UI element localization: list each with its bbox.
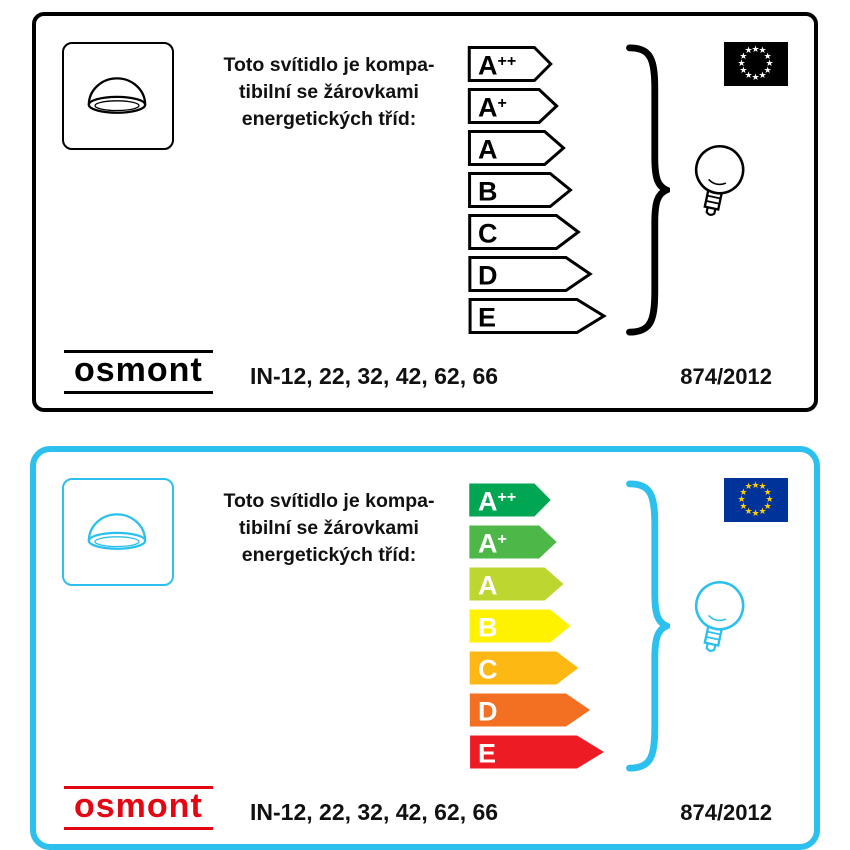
eu-star-icon: ★ bbox=[744, 505, 753, 516]
energy-class-list: A++ A+ A B C D bbox=[468, 482, 606, 776]
energy-class-letter: B bbox=[478, 176, 498, 207]
compatibility-text: Toto svítidlo je kompa- tibilní se žárov… bbox=[178, 52, 480, 133]
compatibility-text: Toto svítidlo je kompa- tibilní se žárov… bbox=[178, 488, 480, 569]
energy-label-card-color: Toto svítidlo je kompa- tibilní se žárov… bbox=[30, 446, 820, 850]
energy-class-arrow-a: A bbox=[468, 566, 565, 602]
energy-class-letter: D bbox=[478, 260, 498, 291]
energy-class-arrow-e: E bbox=[468, 298, 606, 334]
energy-class-arrow-c: C bbox=[468, 650, 580, 686]
eu-star-icon: ★ bbox=[765, 493, 774, 504]
eu-star-icon: ★ bbox=[763, 50, 772, 61]
energy-class-arrow-c: C bbox=[468, 214, 580, 250]
energy-class-letter: A++ bbox=[478, 486, 517, 517]
compatibility-text-line: tibilní se žárovkami bbox=[239, 517, 419, 539]
brace-icon bbox=[626, 44, 670, 336]
eu-star-icon: ★ bbox=[763, 486, 772, 497]
energy-class-arrow-ap: A+ bbox=[468, 88, 558, 124]
energy-class-letter: B bbox=[478, 612, 498, 643]
osmont-logo: osmont bbox=[64, 350, 213, 394]
eu-star-icon: ★ bbox=[758, 45, 767, 56]
eu-star-icon: ★ bbox=[739, 50, 748, 61]
eu-star-icon: ★ bbox=[751, 71, 760, 82]
energy-label-card-mono: Toto svítidlo je kompa- tibilní se žárov… bbox=[32, 12, 818, 412]
model-list: IN-12, 22, 32, 42, 62, 66 bbox=[250, 799, 499, 825]
eu-star-icon: ★ bbox=[744, 69, 753, 80]
eu-star-icon: ★ bbox=[763, 500, 772, 511]
energy-class-letter: A+ bbox=[478, 92, 507, 123]
eu-star-icon: ★ bbox=[751, 507, 760, 518]
eu-star-icon: ★ bbox=[744, 481, 753, 492]
energy-class-letter: C bbox=[478, 218, 498, 249]
energy-class-arrow-a: A bbox=[468, 130, 565, 166]
eu-flag: ★★★★★★★★★★★★ bbox=[724, 478, 788, 522]
energy-class-letter: A+ bbox=[478, 528, 507, 559]
energy-class-arrow-d: D bbox=[468, 256, 592, 292]
regulation-number: 874/2012 bbox=[680, 364, 772, 389]
energy-class-letter: E bbox=[478, 302, 497, 333]
ceiling-lamp-icon bbox=[87, 77, 147, 114]
ceiling-lamp-icon bbox=[87, 513, 147, 550]
regulation-number: 874/2012 bbox=[680, 800, 772, 825]
eu-star-icon: ★ bbox=[758, 69, 767, 80]
energy-class-letter: E bbox=[478, 738, 497, 769]
energy-class-arrow-e: E bbox=[468, 734, 606, 770]
osmont-logo: osmont bbox=[64, 786, 213, 830]
energy-class-letter: D bbox=[478, 696, 498, 727]
model-list: IN-12, 22, 32, 42, 62, 66 bbox=[250, 363, 499, 389]
compatibility-text-line: tibilní se žárovkami bbox=[239, 81, 419, 103]
light-bulb-icon bbox=[694, 144, 745, 216]
eu-star-icon: ★ bbox=[739, 486, 748, 497]
energy-class-letter: A bbox=[478, 134, 498, 165]
energy-class-arrow-app: A++ bbox=[468, 482, 552, 518]
eu-star-icon: ★ bbox=[751, 43, 760, 54]
compatibility-text-line: energetických tříd: bbox=[241, 544, 417, 566]
energy-class-arrow-ap: A+ bbox=[468, 524, 558, 560]
compatibility-text-line: Toto svítidlo je kompa- bbox=[223, 54, 435, 76]
eu-star-icon: ★ bbox=[737, 57, 746, 68]
eu-star-icon: ★ bbox=[737, 493, 746, 504]
energy-class-arrow-d: D bbox=[468, 692, 592, 728]
eu-star-icon: ★ bbox=[739, 64, 748, 75]
light-bulb-icon bbox=[694, 580, 745, 652]
brace-icon bbox=[626, 480, 670, 772]
energy-class-arrow-b: B bbox=[468, 608, 572, 644]
energy-class-letter: C bbox=[478, 654, 498, 685]
energy-class-letter: A bbox=[478, 570, 498, 601]
eu-star-icon: ★ bbox=[758, 481, 767, 492]
luminaire-icon-box bbox=[62, 42, 174, 150]
compatibility-text-line: energetických tříd: bbox=[241, 108, 417, 130]
eu-flag: ★★★★★★★★★★★★ bbox=[724, 42, 788, 86]
luminaire-icon-box bbox=[62, 478, 174, 586]
eu-star-icon: ★ bbox=[751, 479, 760, 490]
energy-class-arrow-app: A++ bbox=[468, 46, 552, 82]
eu-star-icon: ★ bbox=[765, 57, 774, 68]
energy-class-arrow-b: B bbox=[468, 172, 572, 208]
eu-star-icon: ★ bbox=[758, 505, 767, 516]
eu-star-icon: ★ bbox=[739, 500, 748, 511]
energy-class-letter: A++ bbox=[478, 50, 517, 81]
eu-star-icon: ★ bbox=[763, 64, 772, 75]
energy-class-list: A++ A+ A B C D bbox=[468, 46, 606, 340]
eu-star-icon: ★ bbox=[744, 45, 753, 56]
compatibility-text-line: Toto svítidlo je kompa- bbox=[223, 490, 435, 512]
